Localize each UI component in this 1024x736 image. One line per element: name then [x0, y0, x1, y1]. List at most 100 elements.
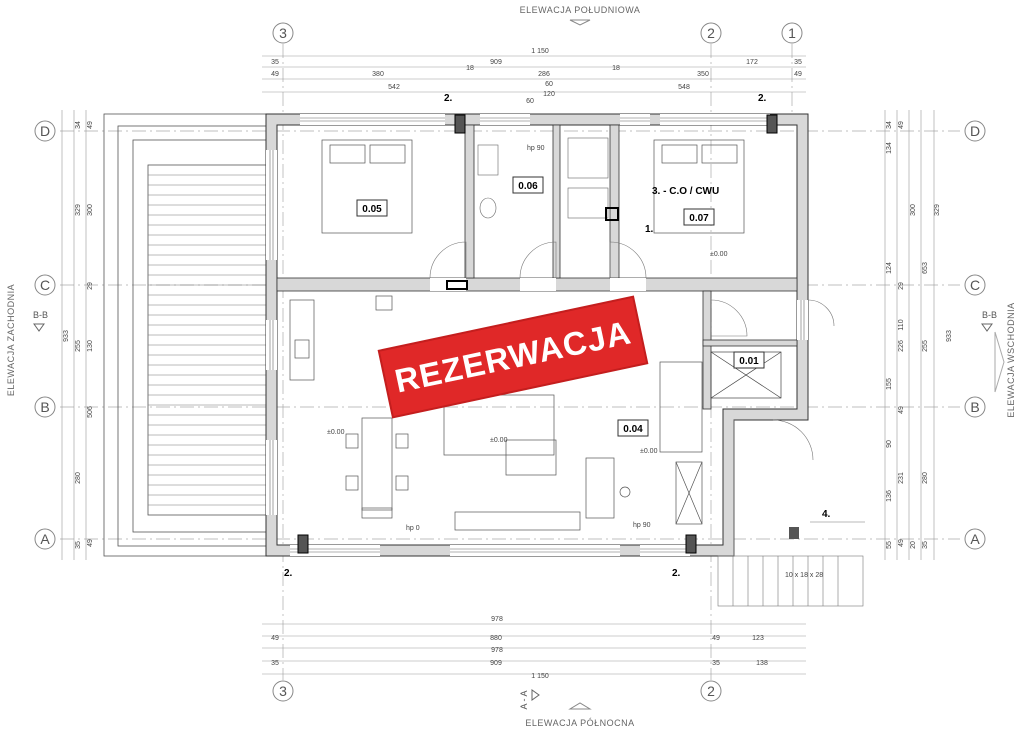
dim-bottom-978b: 978: [491, 647, 503, 654]
dim-left-255: 255: [75, 340, 82, 352]
axis-b-right: B: [970, 399, 979, 415]
terrace-boards: [148, 174, 266, 506]
dim-bottom-880: 880: [490, 635, 502, 642]
axis-d-left-bubble: [34, 120, 56, 142]
room-0-05: 0.05: [362, 204, 382, 215]
dim-top-18a: 18: [466, 65, 474, 72]
dim-bottom-123: 123: [752, 635, 764, 642]
room-0-01-frame: [733, 351, 765, 369]
axis-3-bottom: 3: [279, 683, 287, 699]
dim-top-60b: 60: [526, 98, 534, 105]
elevation-north-arrow: [568, 702, 592, 710]
axis-1-top-bubble: [781, 22, 803, 44]
room-0-05-frame: [356, 199, 388, 217]
dim-right-49c: 49: [898, 539, 905, 547]
dim-top-350: 350: [697, 71, 709, 78]
dim-right-124: 124: [886, 262, 893, 274]
axis-2-top-bubble: [700, 22, 722, 44]
bed-0-05: [321, 139, 413, 234]
elevation-south-arrow: [569, 19, 591, 26]
dim-left-49b: 49: [87, 539, 94, 547]
elevation-west: ELEWACJA ZACHODNIA: [6, 284, 16, 396]
level-0-07: ±0.00: [710, 251, 728, 258]
axis-b-left: B: [40, 399, 49, 415]
dim-right-136: 136: [886, 490, 893, 502]
dim-right-653: 653: [922, 262, 929, 274]
dim-left-280: 280: [75, 472, 82, 484]
dim-left-34: 34: [75, 121, 82, 129]
hp90-living: hp 90: [633, 522, 651, 529]
elevation-north: ELEWACJA PÓŁNOCNA: [525, 718, 634, 728]
dim-right-933: 933: [946, 330, 953, 342]
axis-2-bottom: 2: [707, 683, 715, 699]
dim-right-55: 55: [886, 541, 893, 549]
dim-right-231: 231: [898, 472, 905, 484]
axis-c-left: C: [40, 277, 50, 293]
dim-top-172: 172: [746, 59, 758, 66]
marker-4: 4.: [822, 509, 831, 520]
dim-bottom-49a: 49: [271, 635, 279, 642]
dim-right-29: 29: [898, 282, 905, 290]
section-bb-left: B-B: [33, 310, 48, 320]
dim-top-286: 286: [538, 71, 550, 78]
axis-a-right: A: [970, 531, 980, 547]
axis-b-left-bubble: [34, 396, 56, 418]
dim-right-155: 155: [886, 378, 893, 390]
dim-right-35: 35: [922, 541, 929, 549]
section-bb-right: B-B: [982, 310, 997, 320]
kitchen-island: [289, 295, 557, 476]
marker-2-top-right: 2.: [758, 93, 767, 104]
level-kitchen: ±0.00: [490, 437, 508, 444]
dim-top-49a: 49: [271, 71, 279, 78]
dim-right-34: 34: [886, 121, 893, 129]
dim-top-548: 548: [678, 84, 690, 91]
stairs-spec: 10 x 18 x 28: [785, 572, 823, 579]
axis-3-top: 3: [279, 25, 287, 41]
dim-right-255: 255: [922, 340, 929, 352]
dim-left-29: 29: [87, 282, 94, 290]
hp90-bath: hp 90: [527, 145, 545, 152]
dim-right-110: 110: [898, 319, 905, 330]
axis-a-left-bubble: [34, 528, 56, 550]
section-aa-arrow: [531, 689, 540, 701]
bathroom-fixtures: [477, 137, 609, 219]
hp0-living: hp 0: [406, 525, 420, 532]
marker-2-bottom-right: 2.: [672, 568, 681, 579]
dim-bottom-1150: 1 150: [531, 673, 549, 680]
axis-c-right-bubble: [964, 274, 986, 296]
axis-a-left: A: [40, 531, 50, 547]
section-bb-right-arrow: [981, 323, 993, 332]
room-0-07-frame: [683, 208, 715, 226]
dim-top-120: 120: [543, 91, 555, 98]
axis-3-top-bubble: [272, 22, 294, 44]
dim-left-300: 300: [87, 204, 94, 216]
elevation-east: ELEWACJA WSCHODNIA: [1006, 302, 1016, 417]
dining-set: [345, 417, 409, 519]
dim-right-300: 300: [910, 204, 917, 216]
axis-c-right: C: [970, 277, 980, 293]
dim-bottom-138: 138: [756, 660, 768, 667]
dim-top-18b: 18: [612, 65, 620, 72]
axis-d-left: D: [40, 123, 50, 139]
dim-bottom-35b: 35: [712, 660, 720, 667]
bed-0-07: [653, 139, 745, 234]
level-0-04: ±0.00: [640, 448, 658, 455]
dim-right-49: 49: [898, 121, 905, 129]
dim-left-933: 933: [63, 330, 70, 342]
room-0-04-frame: [617, 419, 649, 437]
marker-2-bottom-left: 2.: [284, 568, 293, 579]
living-sofa: [454, 361, 703, 531]
room-0-07: 0.07: [689, 213, 709, 224]
section-bb-left-arrow: [33, 323, 45, 332]
elevation-south: ELEWACJA POŁUDNIOWA: [520, 5, 641, 15]
entrance-post: [789, 527, 799, 539]
elevation-east-arrow: [994, 331, 1005, 393]
marker-1: 1.: [645, 224, 654, 235]
axis-b-right-bubble: [964, 396, 986, 418]
axis-d-right: D: [970, 123, 980, 139]
axis-3-bottom-bubble: [272, 680, 294, 702]
dim-top-909: 909: [490, 59, 502, 66]
room-0-01: 0.01: [739, 356, 759, 367]
boiler: [605, 207, 619, 221]
